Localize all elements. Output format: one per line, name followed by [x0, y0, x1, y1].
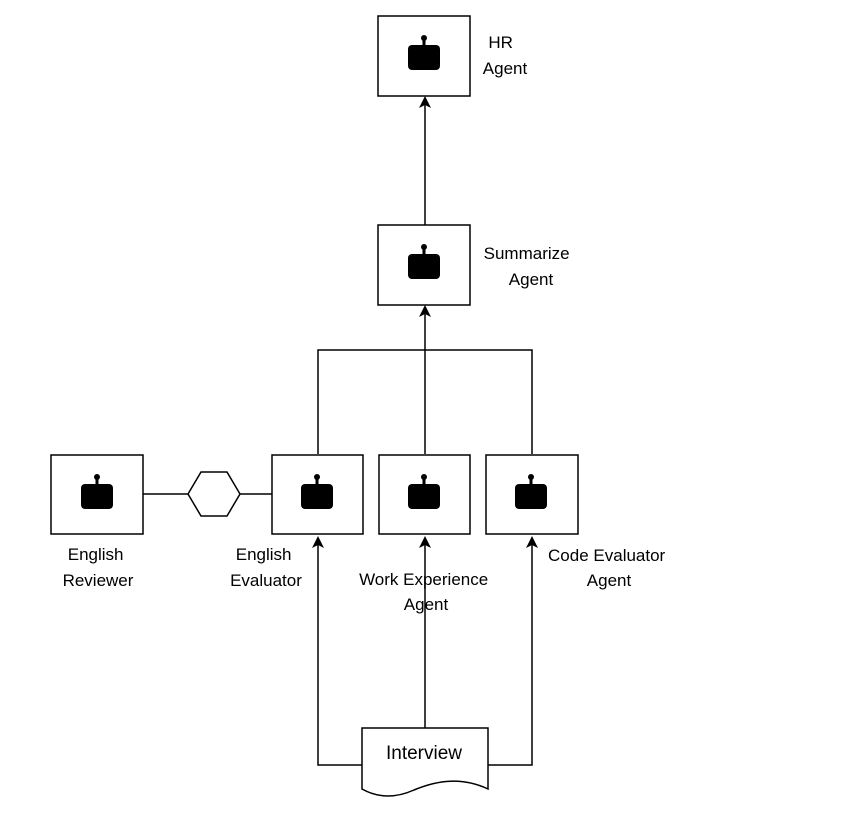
english-evaluator-node — [271, 454, 364, 535]
english-evaluator-label: English Evaluator — [230, 545, 302, 590]
english-reviewer-label: English Reviewer — [63, 545, 134, 590]
arrowhead-english-evaluator — [312, 536, 324, 548]
arrowhead-summarize — [419, 305, 431, 317]
edge-interview-to-english-evaluator — [317, 545, 362, 766]
code-evaluator-agent-label: Code Evaluator Agent — [548, 546, 670, 590]
work-experience-agent-label: Work Experience Agent — [359, 570, 493, 614]
code-evaluator-agent-node — [485, 454, 579, 535]
interview-label: Interview — [386, 743, 462, 764]
work-experience-agent-node — [378, 454, 471, 535]
arrowhead-code-evaluator — [526, 536, 538, 548]
hr-agent-label: HR Agent — [483, 33, 528, 78]
arrowhead-hr — [419, 96, 431, 108]
arrowhead-work-experience — [419, 536, 431, 548]
english-reviewer-node — [50, 454, 144, 535]
summarize-agent-label: Summarize Agent — [484, 244, 575, 289]
interview-document — [361, 727, 489, 797]
summarize-agent-node — [377, 224, 471, 306]
hr-agent-node — [377, 15, 471, 97]
link-connector-hexagon — [187, 471, 241, 517]
edge-interview-to-code-evaluator — [488, 545, 533, 766]
edges — [143, 96, 538, 766]
